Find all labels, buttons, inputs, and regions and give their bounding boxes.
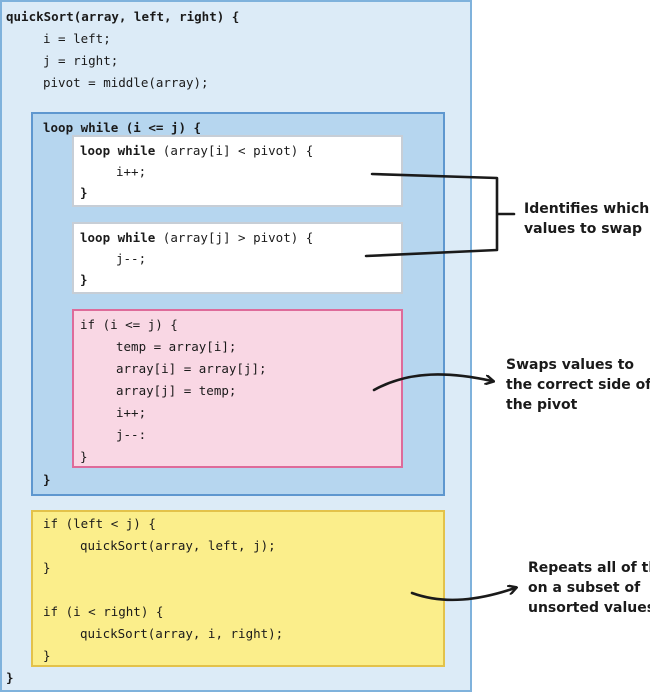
swap-if-header: if (i <= j) { bbox=[80, 317, 178, 332]
swap-line-increment: i++; bbox=[116, 405, 147, 420]
left-scan-close: } bbox=[80, 185, 88, 200]
swap-line-assign-i: array[i] = array[j]; bbox=[116, 361, 267, 376]
main-loop-header: loop while (i <= j) { bbox=[43, 120, 202, 135]
pivot-line: pivot = middle(array); bbox=[43, 75, 209, 90]
bracket-connector bbox=[364, 172, 516, 258]
right-scan-body: j--; bbox=[116, 251, 147, 266]
swap-close: } bbox=[80, 449, 88, 464]
swap-arrow bbox=[372, 373, 492, 392]
loop-condition: (array[i] < pivot) { bbox=[155, 143, 314, 158]
recursion-close-left: } bbox=[43, 560, 51, 575]
recursion-call-right: quickSort(array, i, right); bbox=[80, 626, 284, 641]
swap-block bbox=[72, 309, 403, 468]
main-loop-close: } bbox=[43, 472, 51, 487]
recursion-block bbox=[31, 510, 445, 667]
function-close: } bbox=[6, 670, 14, 685]
repeat-arrow bbox=[410, 588, 515, 602]
right-scan-close: } bbox=[80, 272, 88, 287]
left-scan-loop-header: loop while (array[i] < pivot) { bbox=[80, 143, 313, 159]
swap-line-assign-j: array[j] = temp; bbox=[116, 383, 237, 398]
init-i-line: i = left; bbox=[43, 31, 111, 46]
swap-line-temp: temp = array[i]; bbox=[116, 339, 237, 354]
loop-keyword: loop while bbox=[80, 143, 156, 158]
annotation-identify: Identifies which values to swap bbox=[524, 201, 650, 237]
recursion-call-left: quickSort(array, left, j); bbox=[80, 538, 276, 553]
right-scan-loop-header: loop while (array[j] > pivot) { bbox=[80, 230, 313, 246]
recursion-if-right: if (i < right) { bbox=[43, 604, 164, 619]
loop-keyword: loop while bbox=[80, 230, 156, 245]
annotation-swap: Swaps values to the correct side of the … bbox=[506, 357, 650, 413]
recursion-if-left: if (left < j) { bbox=[43, 516, 156, 531]
annotation-repeat: Repeats all of this on a subset of unsor… bbox=[528, 560, 650, 616]
loop-condition: (array[j] > pivot) { bbox=[155, 230, 314, 245]
right-scan-loop-block bbox=[72, 222, 403, 294]
left-scan-body: i++; bbox=[116, 164, 147, 179]
left-scan-loop-block bbox=[72, 135, 403, 207]
init-j-line: j = right; bbox=[43, 53, 119, 68]
recursion-close-right: } bbox=[43, 648, 51, 663]
function-header: quickSort(array, left, right) { bbox=[6, 9, 240, 24]
swap-line-decrement: j--: bbox=[116, 427, 147, 442]
